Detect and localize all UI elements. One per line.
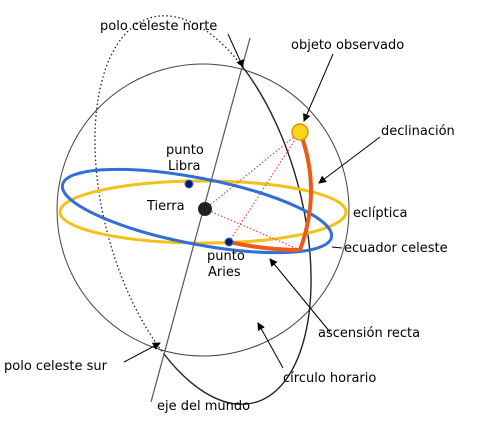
aries-label-line2: Aries bbox=[208, 265, 241, 280]
aries-point bbox=[224, 237, 234, 247]
north-pole-label: polo celeste norte bbox=[100, 19, 217, 34]
ecliptic-label: eclíptica bbox=[353, 206, 407, 221]
earth-icon bbox=[198, 202, 212, 216]
ecliptic-ring bbox=[58, 179, 348, 245]
libra-label-line2: Libra bbox=[168, 159, 200, 174]
observed-object-label: objeto observado bbox=[291, 38, 404, 53]
pointer-celestial-equator bbox=[331, 246, 343, 249]
pointer-observed-object bbox=[303, 53, 334, 122]
declination-arc bbox=[298, 131, 313, 251]
celestial-equator-ring bbox=[60, 167, 334, 255]
celestial-equator-label: ecuador celeste bbox=[344, 241, 448, 256]
libra-point bbox=[184, 179, 194, 189]
pointer-right-ascension bbox=[269, 258, 331, 333]
guide-object-aries bbox=[228, 131, 301, 243]
hour-circle bbox=[163, 65, 312, 405]
earth-label: Tierra bbox=[146, 199, 185, 214]
right-ascension-arc bbox=[228, 240, 301, 252]
pointer-hour-circle bbox=[257, 322, 284, 369]
hour-circle-back bbox=[94, 15, 243, 355]
hour-circle-label: círculo horario bbox=[283, 371, 376, 386]
guide-earth-object bbox=[204, 131, 301, 210]
pointer-south-pole bbox=[123, 342, 161, 363]
libra-label-line1: punto bbox=[166, 143, 204, 158]
right-ascension-label: ascensión recta bbox=[318, 326, 420, 341]
celestial-sphere bbox=[56, 63, 350, 357]
world-axis-label: eje del mundo bbox=[157, 399, 250, 414]
pointer-declination bbox=[318, 136, 381, 184]
aries-label-line1: punto bbox=[207, 249, 245, 264]
declination-label: declinación bbox=[381, 124, 455, 139]
observed-object-icon bbox=[291, 123, 309, 141]
south-pole-label: polo celeste sur bbox=[4, 359, 108, 374]
world-axis-line bbox=[150, 37, 251, 403]
pointer-north-pole bbox=[227, 33, 244, 68]
